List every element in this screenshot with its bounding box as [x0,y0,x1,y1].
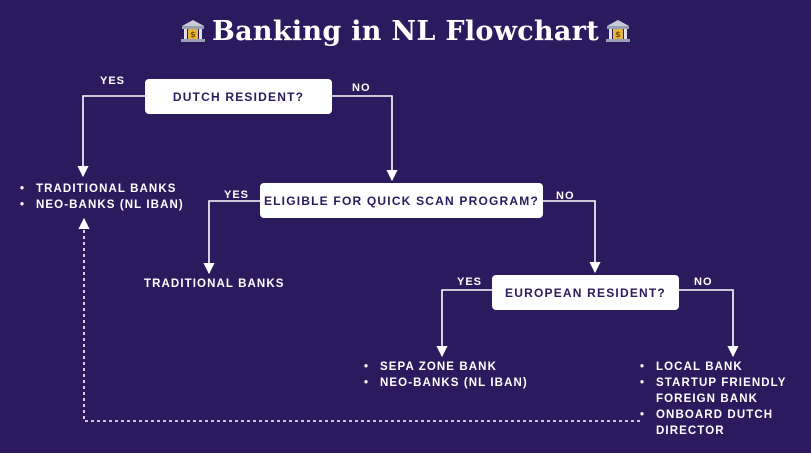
edge-euro-no [679,289,739,358]
edge-label-dutch-yes: YES [100,75,126,87]
outcome-dutch-yes: TRADITIONAL BANKS NEO-BANKS (NL IBAN) [18,181,184,213]
edge-label-scan-yes: YES [224,189,250,201]
edge-euro-yes [436,289,492,358]
list-item: LOCAL BANK [638,359,798,375]
list-item: ONBOARD DUTCH DIRECTOR [638,407,798,439]
bank-icon: $ [180,18,206,51]
list-item: TRADITIONAL BANKS [18,181,184,197]
decision-quick-scan: ELIGIBLE FOR QUICK SCAN PROGRAM? [260,183,543,218]
edge-scan-no [543,200,601,274]
list-item: NEO-BANKS (NL IBAN) [18,197,184,213]
page-title-text: Banking in NL Flowchart [211,16,599,47]
svg-text:$: $ [190,30,196,39]
edge-label-euro-yes: YES [457,276,483,288]
bank-icon: $ [605,18,631,51]
edge-label-dutch-no: NO [352,82,371,94]
edge-dutch-yes [77,95,145,178]
decision-european-resident-label: EUROPEAN RESIDENT? [505,285,666,300]
page-title: $ Banking in NL Flowchart $ [0,16,811,51]
decision-european-resident: EUROPEAN RESIDENT? [492,275,679,310]
edge-scan-yes [203,200,260,275]
list-item: STARTUP FRIENDLY FOREIGN BANK [638,375,798,407]
outcome-euro-yes: SEPA ZONE BANK NEO-BANKS (NL IBAN) [362,359,528,391]
list-item: NEO-BANKS (NL IBAN) [362,375,528,391]
list-item: SEPA ZONE BANK [362,359,528,375]
edge-label-euro-no: NO [694,276,713,288]
edge-label-scan-no: NO [556,190,575,202]
edge-dutch-no [332,95,398,182]
svg-text:$: $ [615,30,621,39]
decision-quick-scan-label: ELIGIBLE FOR QUICK SCAN PROGRAM? [263,193,540,208]
decision-dutch-resident: DUTCH RESIDENT? [145,79,332,114]
decision-dutch-resident-label: DUTCH RESIDENT? [172,89,305,104]
edge-loop-back [78,217,640,422]
outcome-euro-no: LOCAL BANK STARTUP FRIENDLY FOREIGN BANK… [638,359,798,439]
outcome-scan-yes: TRADITIONAL BANKS [144,278,285,290]
